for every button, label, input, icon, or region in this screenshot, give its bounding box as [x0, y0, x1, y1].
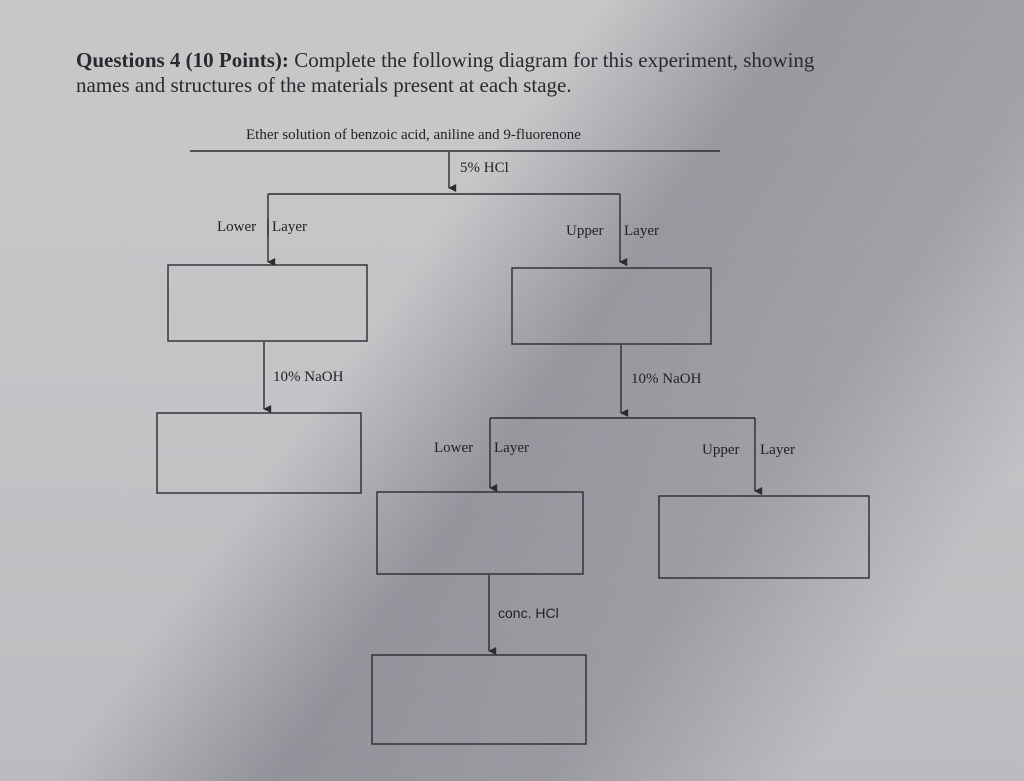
- question-line-1: Questions 4 (10 Points): Complete the fo…: [76, 49, 956, 71]
- box-upper-layer: [511, 267, 712, 345]
- sub-upper-layer-label: Layer: [760, 442, 795, 458]
- question-text-1: Complete the following diagram for this …: [294, 48, 815, 72]
- right-layer-label: Layer: [624, 223, 659, 239]
- sub-lower-label: Lower: [434, 440, 474, 456]
- start-material-label: Ether solution of benzoic acid, aniline …: [246, 127, 581, 143]
- box-lower-layer: [167, 264, 368, 342]
- right-naoh-label: 10% NaOH: [631, 371, 702, 387]
- sub-upper-label: Upper: [702, 442, 740, 458]
- question-heading: Questions 4 (10 Points):: [76, 48, 289, 72]
- question-line-2: names and structures of the materials pr…: [76, 73, 572, 97]
- left-naoh-label: 10% NaOH: [273, 369, 344, 385]
- right-upper-label: Upper: [566, 223, 604, 239]
- step1-reagent-label: 5% HCl: [460, 160, 509, 176]
- box-sub-lower-layer: [376, 491, 584, 575]
- left-layer-label: Layer: [272, 219, 307, 235]
- conc-hcl-label: conc. HCl: [498, 605, 559, 621]
- sub-lower-layer-label: Layer: [494, 440, 529, 456]
- left-lower-label: Lower: [217, 219, 257, 235]
- box-final-product: [371, 654, 587, 745]
- box-sub-upper-layer: [658, 495, 870, 579]
- box-left-naoh-product: [156, 412, 362, 494]
